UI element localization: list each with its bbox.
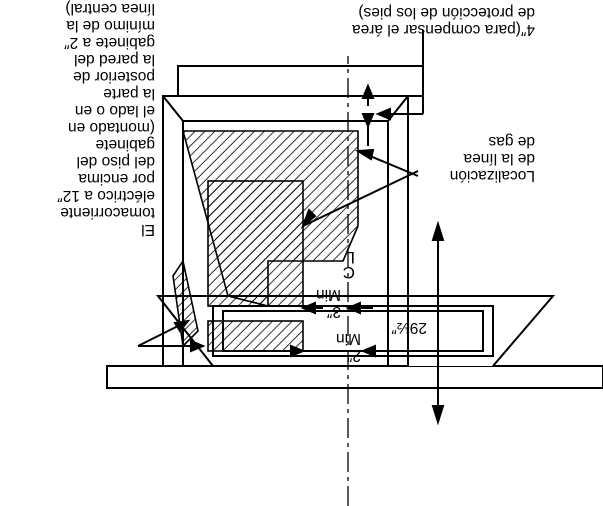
centerline-symbol: C L	[342, 248, 355, 282]
outlet-label: El tomacorriente eléctrico a 12″ por enc…	[57, 0, 155, 238]
gas-line-label: Localización de la línea de gas	[449, 133, 535, 184]
outlet-zone-upper	[207, 180, 304, 307]
countertop-front	[106, 365, 603, 389]
outlet-side-zone	[172, 258, 199, 348]
min-3-label: 3″ Min	[316, 286, 341, 320]
min-2-label: 2″ Min	[336, 330, 361, 364]
toekick-note: 4″(para compensar el área de protección …	[352, 4, 535, 38]
outlet-zone-lower	[207, 320, 304, 352]
cabinet-top-panel	[177, 65, 424, 97]
cabinet-back-inner	[182, 120, 389, 367]
height-label: 29½″	[391, 319, 427, 336]
